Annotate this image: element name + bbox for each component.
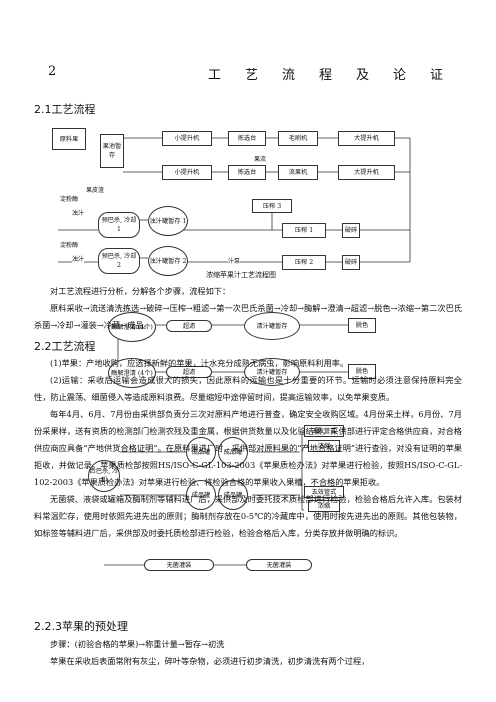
node-clear-tank-1: 清汁罐暂存: [244, 312, 300, 340]
flowchart-caption: 浓缩苹果汁工艺流程图: [206, 271, 276, 279]
node-product-tank-4: 成品罐: [218, 480, 248, 510]
body-text-2: (1)苹果：产地收购，应选择新鲜的苹果，汁水充分成熟无病虫，影响原料利用率。 (…: [34, 355, 462, 542]
paragraph-analysis: 对工艺流程进行分析，分解各个步骤，流程如下：: [50, 286, 231, 296]
node-post-pasteurize: 后巴杀, 冷却: [88, 460, 120, 492]
node-cloudy-tank-2: 浊汁罐暂存 2: [148, 246, 188, 276]
body-text-3: 步骤：(初验合格的苹果)→称重计量→暂存→初洗 苹果在采收后表面常附有灰尘，碎叶…: [34, 636, 462, 670]
node-raw-fruit: 原料果: [52, 128, 86, 150]
label-pump: 汁泵: [228, 256, 241, 265]
node-enzyme-1: 酶解澄清 (4个): [108, 312, 156, 342]
node-aseptic-fill-2: 无菌灌装: [246, 559, 312, 571]
node-product-tank-2: 成品罐: [218, 437, 248, 467]
node-concentrate-2: 浓缩: [308, 500, 340, 512]
node-product-tank-1: 成品罐: [186, 437, 216, 467]
node-decolor-1: 脱色: [348, 318, 376, 333]
node-big-lift-1: 大提升机: [338, 131, 395, 146]
node-lift-1: 小提升机: [162, 131, 212, 146]
paragraph-pretreat-steps: 步骤：(初验合格的苹果)→称重计量→暂存→初洗: [50, 639, 225, 649]
label-juice-2: 浊汁: [72, 254, 85, 263]
body-text-1: 对工艺流程进行分析，分解各个步骤，流程如下： 原料采收→流送清洗拣选→破碎→压榨…: [34, 283, 462, 334]
node-evaporator-2: 五效管式: [304, 486, 344, 498]
node-ultrafilter-2: 超滤: [166, 366, 212, 378]
label-fruit-mud: 果皮渣: [86, 185, 105, 194]
node-decolor-2: 脱色: [348, 364, 376, 379]
node-water-storage: 果池暂存: [100, 134, 124, 168]
label-enzyme-2: 淀粉酶: [60, 240, 79, 249]
node-ultrafilter-1: 超滤: [166, 320, 212, 332]
node-product-tank-3: 成品罐: [186, 480, 216, 510]
label-enzyme-1: 淀粉酶: [60, 194, 79, 203]
node-picking-2: 拣选台: [228, 165, 266, 180]
section-2-1-heading: 2.1工艺流程: [34, 103, 96, 116]
node-lift-2: 小提升机: [162, 165, 212, 180]
paragraph-apple: (1)苹果：产地收购，应选择新鲜的苹果，汁水充分成熟无病虫，影响原料利用率。: [50, 358, 349, 368]
section-2-2-3-heading: 2.2.3苹果的预处理: [34, 620, 128, 633]
node-press-2: 压榨 2: [282, 255, 326, 270]
chapter-title: 工艺流程及论证: [208, 68, 468, 83]
node-evaporator-1: 五效管式: [304, 425, 344, 437]
node-crush-2: 破碎: [342, 255, 360, 270]
label-juice-1: 浊汁: [72, 208, 85, 217]
label-flow: 果流: [254, 154, 267, 163]
node-pre-pasteurize-1: 预巴杀, 冷却 1: [98, 212, 140, 238]
node-brush-machine: 毛刷机: [278, 131, 318, 146]
paragraph-inspection: 每年4月、6月、7月份由采供部负责分三次对原料产地进行普查，确定安全收购区域。4…: [34, 409, 462, 487]
node-picking-1: 拣选台: [228, 131, 266, 146]
node-cloudy-tank-1: 浊汁罐暂存 1: [148, 206, 188, 236]
node-enzyme-2: 酶解澄清 (4个): [108, 358, 156, 388]
paragraph-materials: 无菌袋、液袋或罐箱及酶制剂等辅料进厂后，采供部及时委托技术质检部进行检验，检验合…: [34, 494, 462, 538]
node-crush-1: 破碎: [342, 223, 360, 238]
node-concentrate-1: 浓缩: [308, 440, 340, 452]
node-big-lift-2: 大提升机: [338, 165, 395, 180]
paragraph-process-steps: 原料采收→流送清洗拣选→破碎→压榨→粗滤→第一次巴氏杀菌→冷却→酶解→澄清→超滤…: [34, 303, 462, 330]
paragraph-pretreat-text: 苹果在采收后表面常附有灰尘，碎叶等杂物，必须进行初步清洗，初步清洗有两个过程，: [50, 656, 370, 666]
node-washer: 流果机: [278, 165, 318, 180]
node-aseptic-fill-1: 无菌灌装: [144, 559, 214, 571]
node-press-3: 压榨 3: [252, 199, 292, 213]
section-2-2-heading: 2.2工艺流程: [34, 340, 96, 353]
paragraph-transport: (2)运输：采收后运输会造成很大的损失，因此原料的运输也是十分重要的环节。运输时…: [34, 375, 462, 402]
chapter-number: 2: [48, 64, 57, 79]
node-pre-pasteurize-2: 预巴杀, 冷却 2: [98, 248, 140, 274]
node-clear-tank-2: 清汁罐暂存: [244, 358, 300, 386]
node-press-1: 压榨 1: [282, 223, 326, 238]
